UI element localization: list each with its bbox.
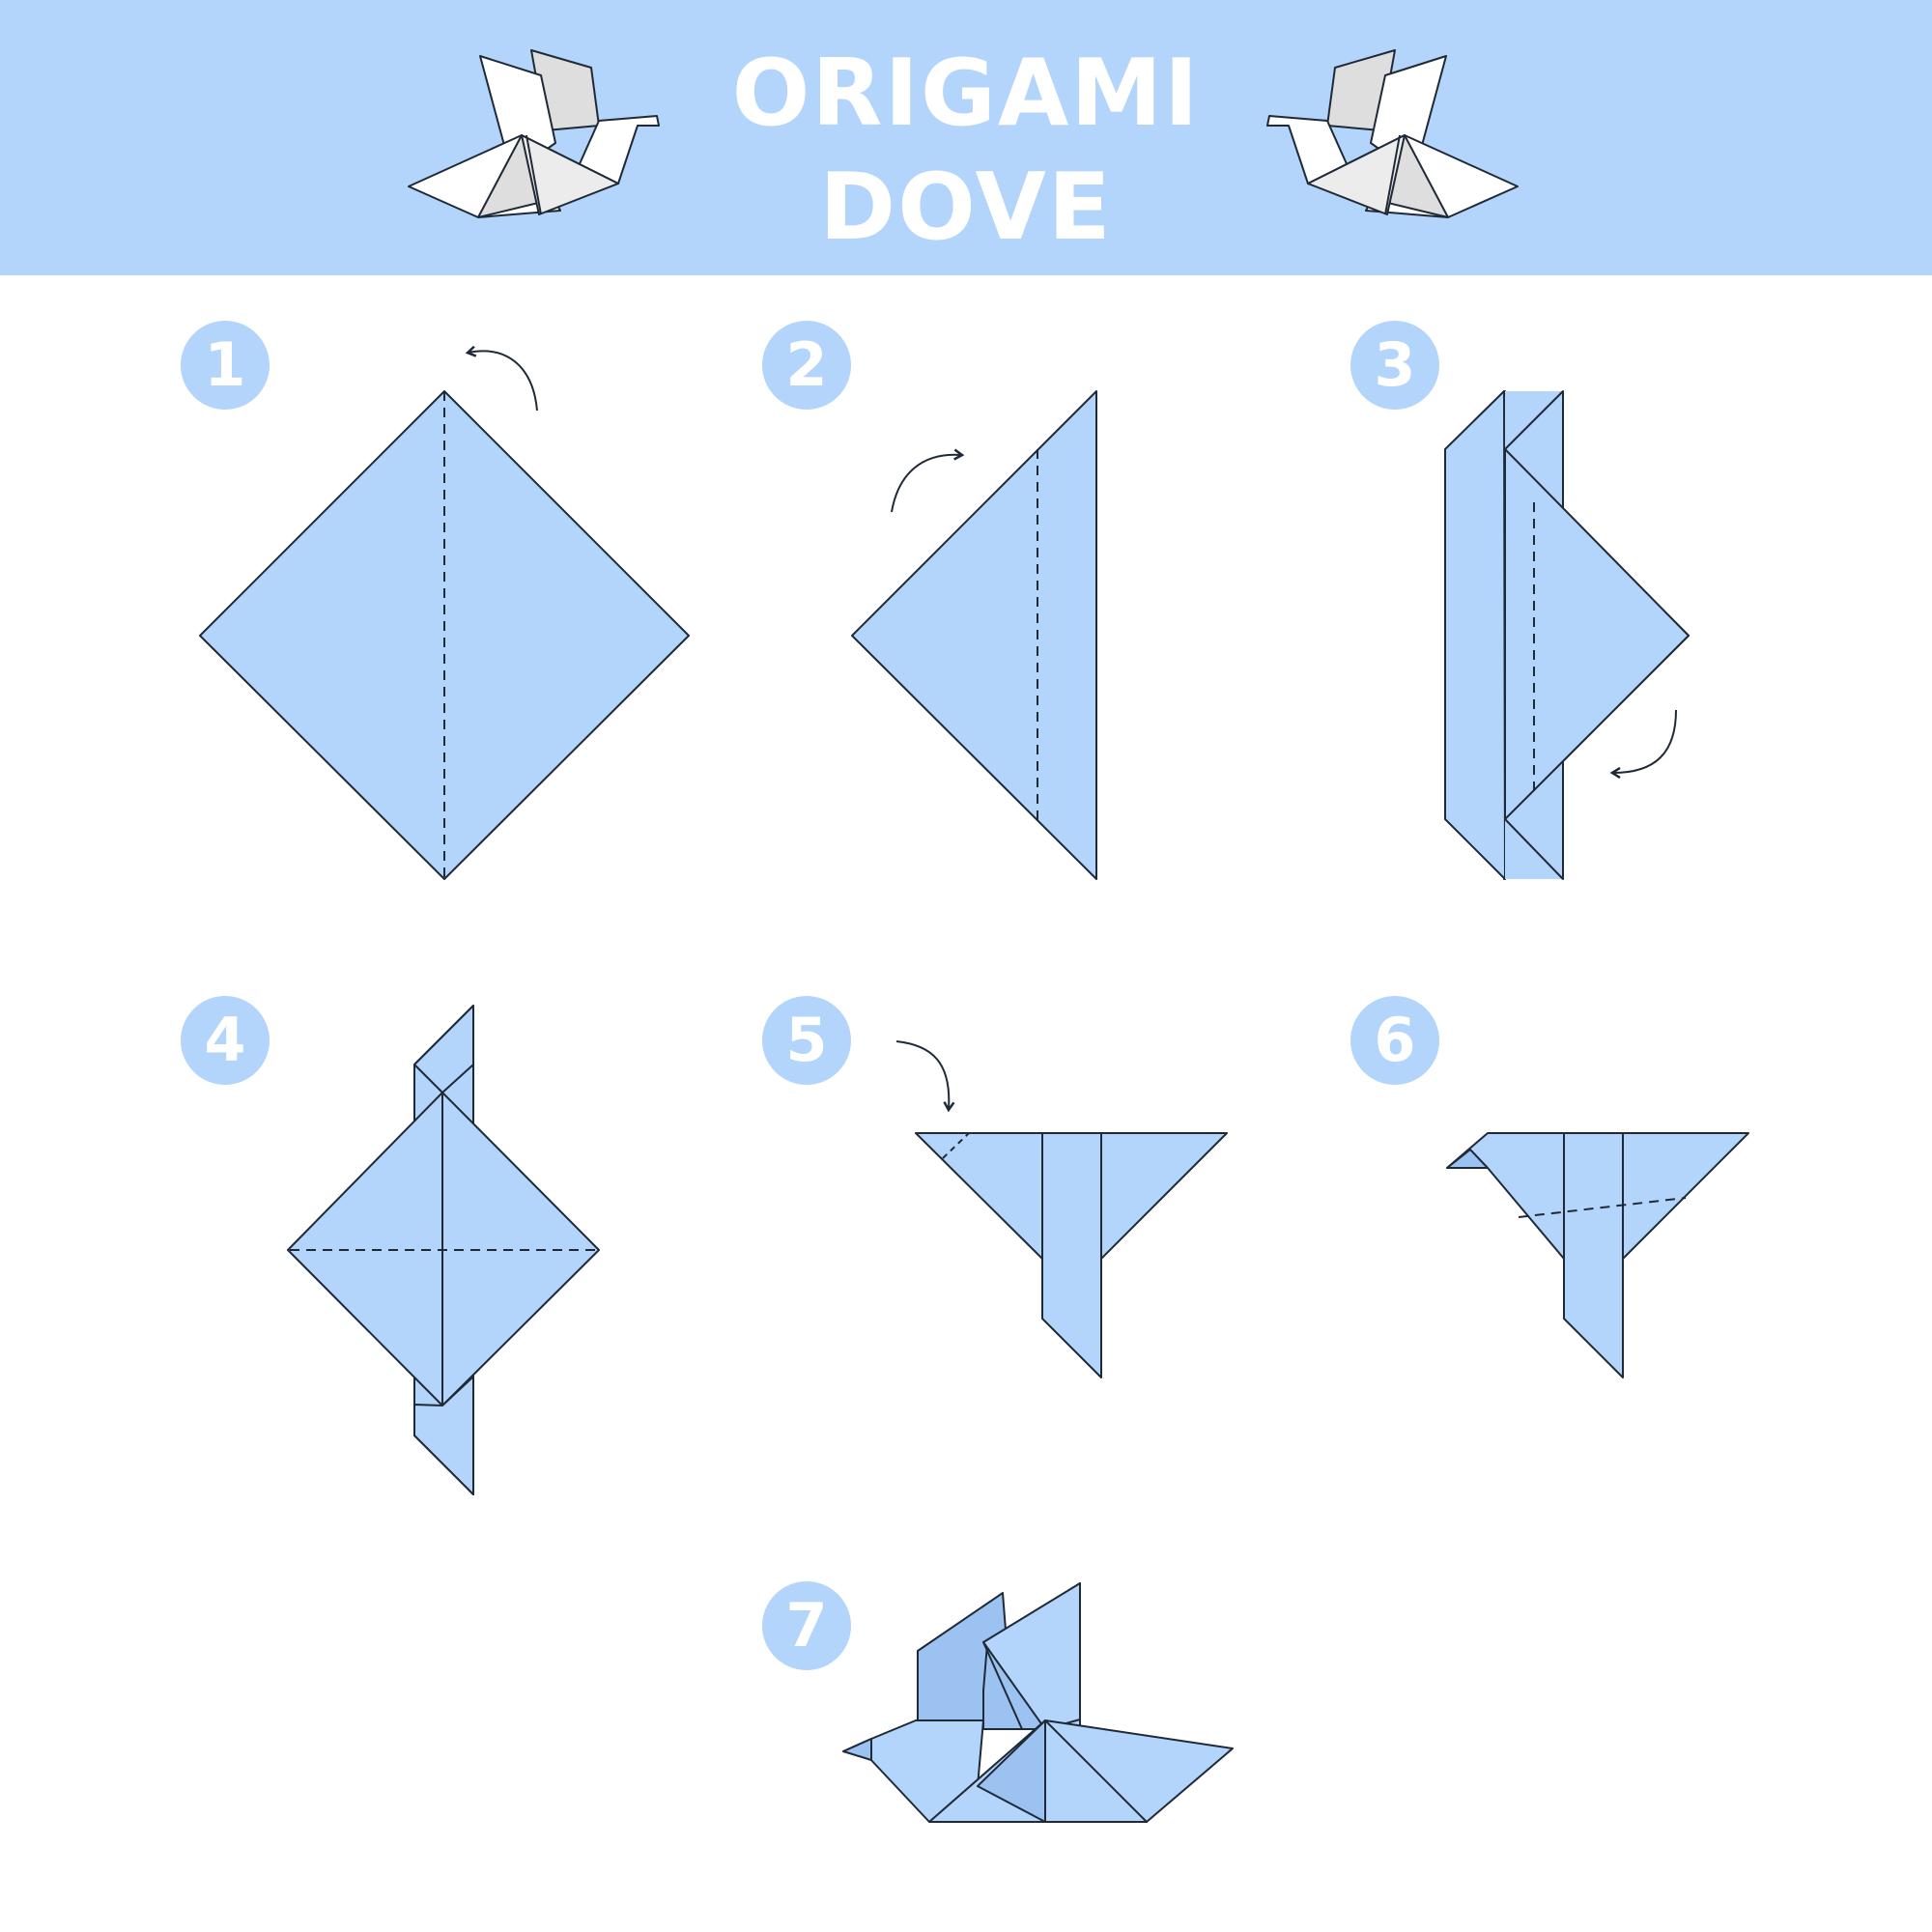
step-1-badge: 1 xyxy=(181,321,270,410)
fold-arrow-icon xyxy=(1613,709,1677,773)
step-2-badge: 2 xyxy=(762,321,851,410)
step-5-badge: 5 xyxy=(762,996,851,1085)
step-1-diagram xyxy=(199,351,690,880)
fold-arrow-icon xyxy=(891,455,961,513)
dove-icon-left xyxy=(408,49,660,218)
title-banner: ORIGAMI DOVE xyxy=(0,0,1932,275)
step-7-diagram xyxy=(842,1582,1234,1823)
step-5-diagram xyxy=(895,1040,1228,1378)
fold-arrow-icon xyxy=(895,1040,949,1109)
step-3-diagram xyxy=(1444,390,1690,880)
dove-icon-right xyxy=(1266,49,1519,218)
step-6-badge: 6 xyxy=(1350,996,1439,1085)
step-7-badge: 7 xyxy=(762,1581,851,1670)
step-4-badge: 4 xyxy=(181,996,270,1085)
title-dove: DOVE xyxy=(819,155,1113,261)
fold-arrow-icon xyxy=(469,351,538,412)
step-6-diagram xyxy=(1446,1132,1749,1378)
step-2-diagram xyxy=(851,390,1097,880)
title-origami: ORIGAMI xyxy=(731,41,1201,147)
step-4-diagram xyxy=(287,1005,600,1495)
step-3-badge: 3 xyxy=(1350,321,1439,410)
